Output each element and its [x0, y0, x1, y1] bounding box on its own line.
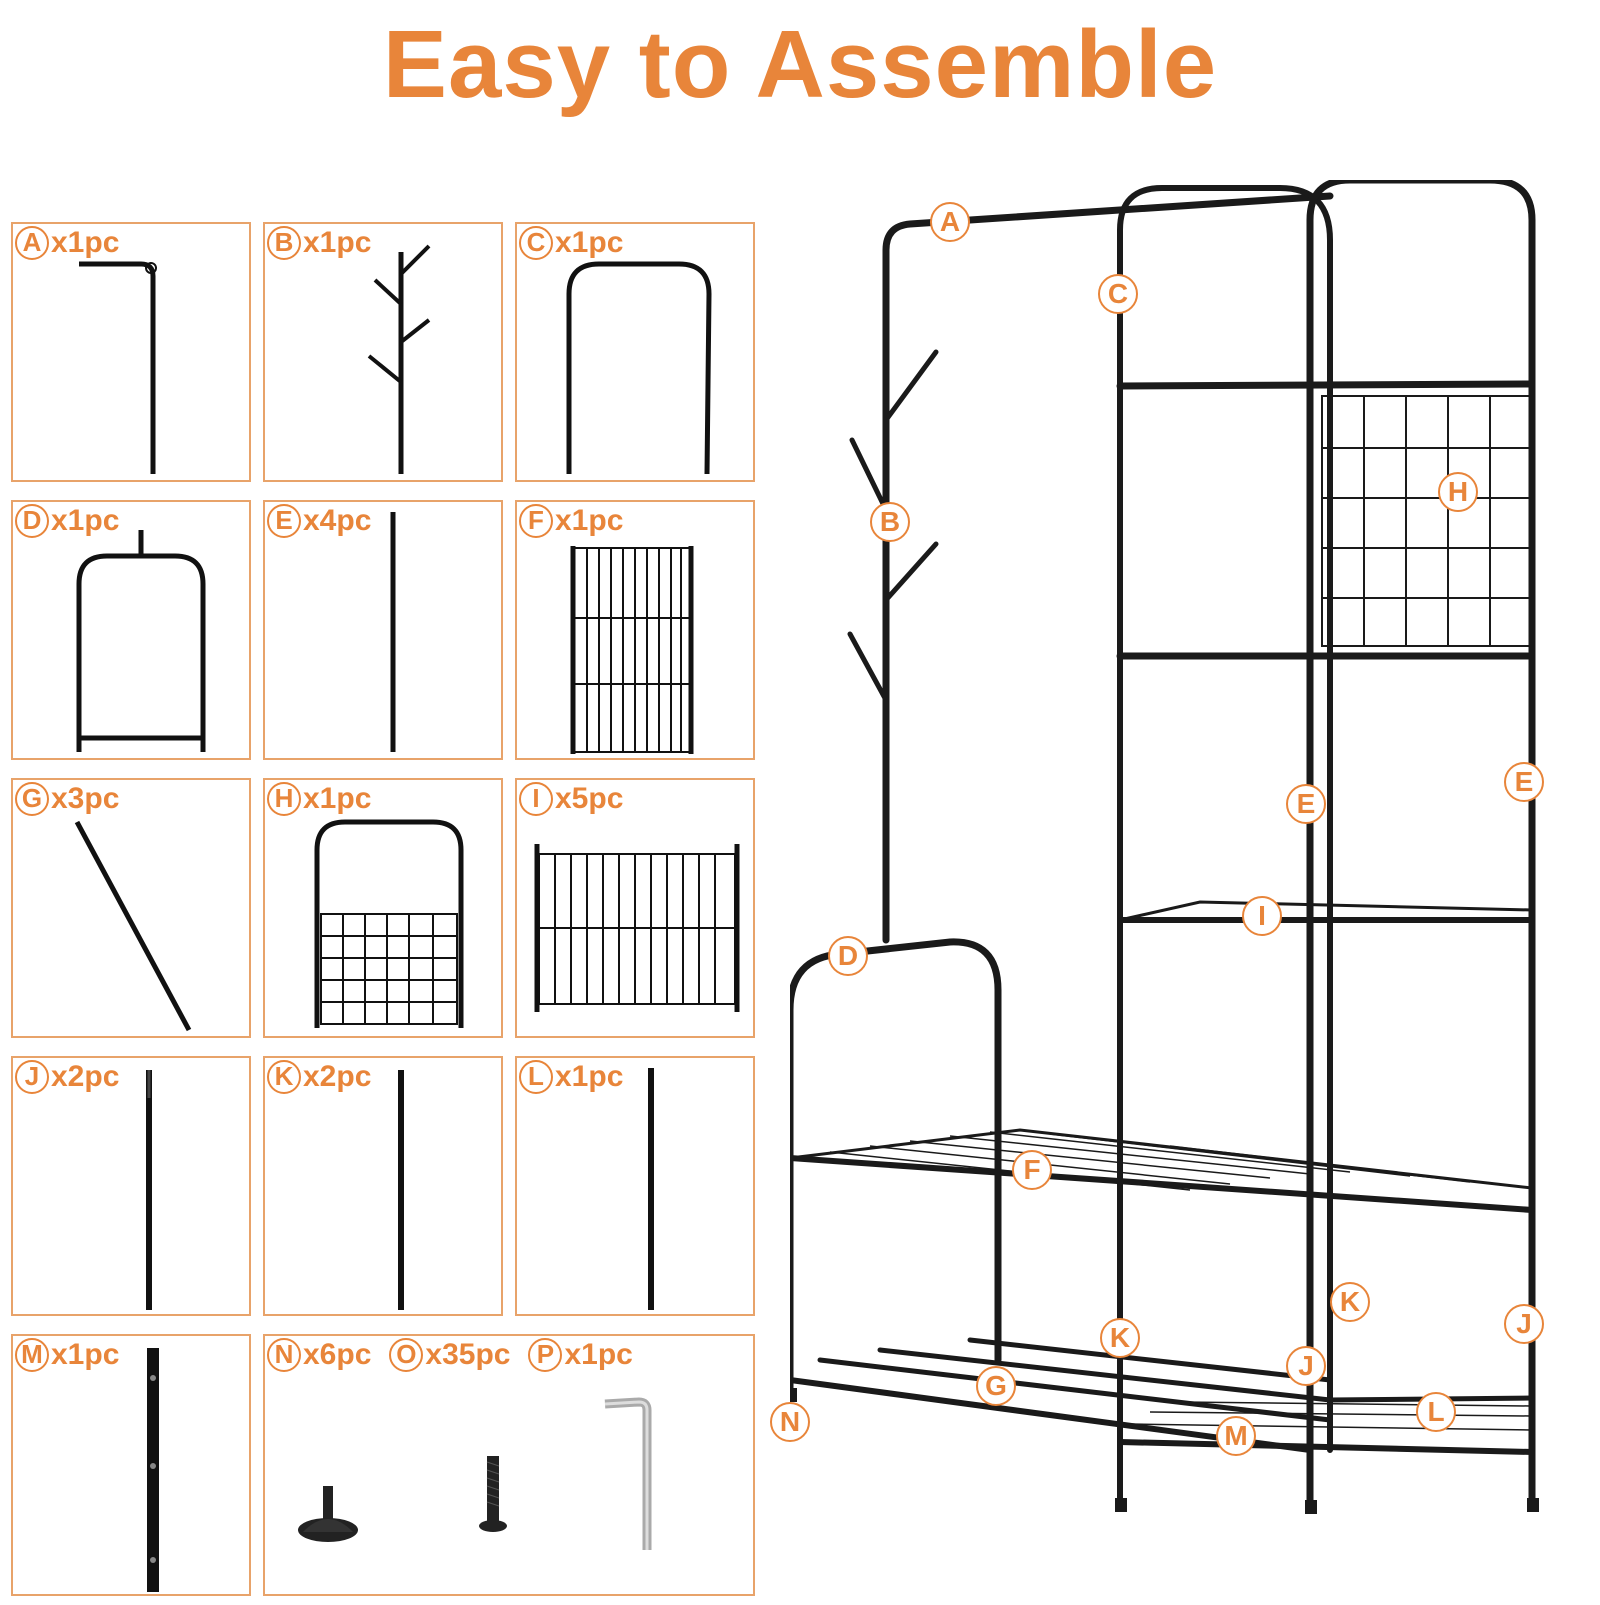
part-letter: K [267, 1060, 301, 1094]
rack-label: H [1438, 472, 1478, 512]
rack-label: K [1330, 1282, 1370, 1322]
rack-label: G [976, 1366, 1016, 1406]
part-qty: x1pc [564, 1338, 633, 1371]
rack-label: E [1286, 784, 1326, 824]
part-qty: x6pc [303, 1338, 372, 1371]
part-b-illustration [367, 244, 431, 474]
part-letter: D [15, 504, 49, 538]
parts-hardware-illustration [298, 1397, 652, 1550]
rack-label: N [770, 1402, 810, 1442]
rack-label: K [1100, 1318, 1140, 1358]
rack-label: J [1504, 1304, 1544, 1344]
rack-label: C [1098, 274, 1138, 314]
rack-label: L [1416, 1392, 1456, 1432]
leveling-foot-icon [298, 1486, 358, 1542]
rack-label: M [1216, 1416, 1256, 1456]
part-letter: P [528, 1338, 563, 1372]
part-letter: B [267, 226, 301, 260]
part-letter: J [15, 1060, 49, 1094]
part-qty: x1pc [303, 226, 372, 259]
part-letter: I [519, 782, 553, 816]
part-qty: x5pc [555, 782, 624, 815]
part-g-illustration [74, 820, 192, 1032]
part-letter: A [15, 226, 49, 260]
part-qty: x1pc [51, 226, 120, 259]
part-letter: F [519, 504, 553, 538]
part-i-illustration [534, 844, 740, 1012]
part-a-illustration [79, 261, 157, 474]
part-qty: x3pc [51, 782, 120, 815]
rack-label: B [870, 502, 910, 542]
part-qty: x1pc [555, 226, 624, 259]
part-letter: E [267, 504, 301, 538]
part-letter: L [519, 1060, 553, 1094]
part-qty: x1pc [51, 504, 120, 537]
screw-icon [479, 1456, 507, 1532]
rack-label: J [1286, 1346, 1326, 1386]
rack-label: F [1012, 1150, 1052, 1190]
assembled-rack: A B C D E E F G H I J J K K L M N [770, 176, 1600, 1600]
part-f-illustration [570, 546, 694, 754]
part-qty: x2pc [303, 1060, 372, 1093]
part-letter: H [267, 782, 301, 816]
allen-key-icon [604, 1397, 652, 1550]
page-title: Easy to Assemble [382, 11, 1218, 118]
part-qty: x1pc [555, 1060, 624, 1093]
part-qty: x1pc [303, 782, 372, 815]
part-letter: G [15, 782, 49, 816]
rack-label: E [1504, 762, 1544, 802]
part-qty: x4pc [303, 504, 372, 537]
part-qty: x1pc [555, 504, 624, 537]
part-letter: C [519, 226, 553, 260]
part-e-illustration [390, 512, 396, 752]
part-h-illustration [314, 819, 464, 1028]
part-letter: O [389, 1338, 424, 1372]
part-c-illustration [566, 261, 712, 475]
part-letter: M [15, 1338, 49, 1372]
part-k-illustration [398, 1070, 404, 1310]
part-letter: N [267, 1338, 301, 1372]
part-qty: x2pc [51, 1060, 120, 1093]
rack-label: A [930, 202, 970, 242]
part-qty: x35pc [425, 1338, 511, 1371]
rack-label: D [828, 936, 868, 976]
part-d-illustration [76, 530, 206, 752]
part-j-illustration [146, 1070, 152, 1310]
part-qty: x1pc [51, 1338, 120, 1371]
part-l-illustration [648, 1068, 654, 1310]
rack-illustration [785, 176, 1539, 1514]
part-m-illustration [147, 1348, 159, 1592]
rack-label: I [1242, 896, 1282, 936]
